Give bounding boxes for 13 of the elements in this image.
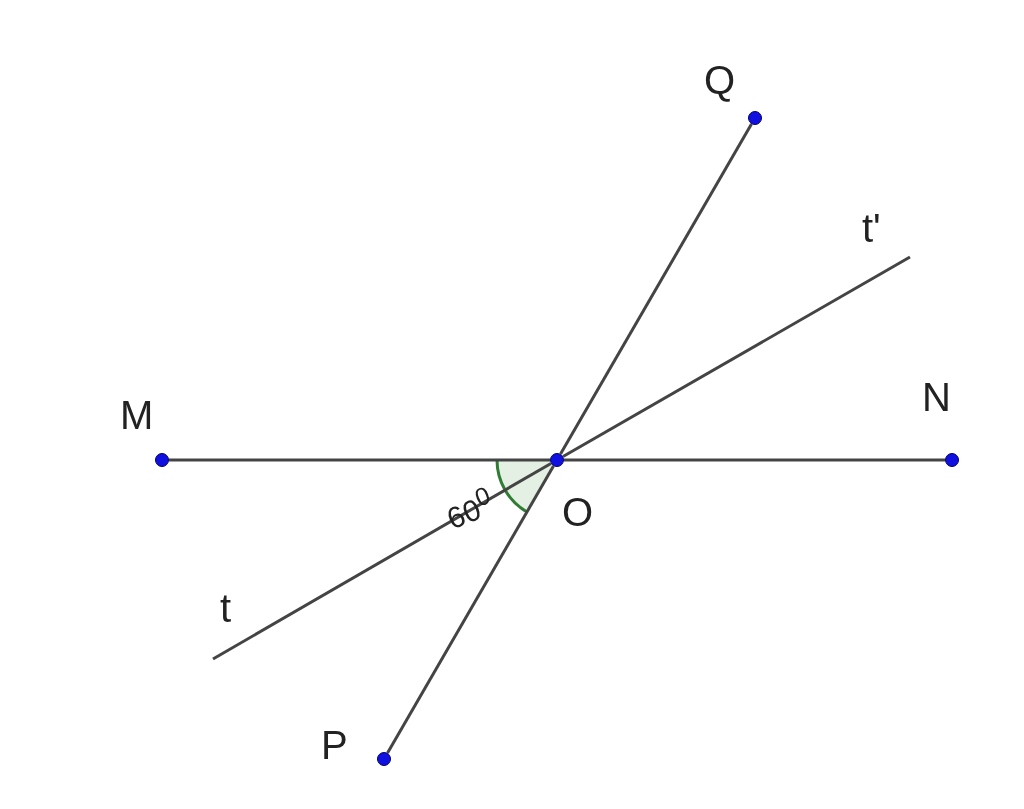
- point-label: P: [321, 725, 348, 765]
- point-label: N: [922, 377, 951, 417]
- point-label: Q: [704, 60, 736, 100]
- point-label: M: [120, 395, 154, 435]
- line-label: t: [220, 588, 232, 628]
- point-label: O: [562, 492, 594, 532]
- line-segment: [169, 458, 550, 462]
- line-segment: [562, 255, 911, 458]
- line-segment: [564, 458, 945, 462]
- line-segment: [212, 462, 552, 661]
- line-label: t': [862, 208, 881, 248]
- line-segment: [386, 465, 555, 754]
- line-segment: [559, 123, 753, 455]
